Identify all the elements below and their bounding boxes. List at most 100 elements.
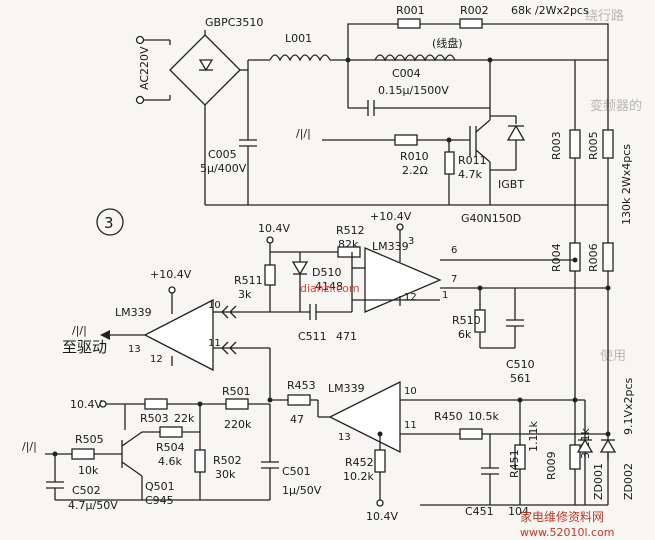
pin6: 6 [451,245,457,256]
r504-label: R504 [156,441,185,454]
background-text-3: 使用 [600,348,626,364]
d510-diode [291,261,309,276]
r453-resistor [287,394,311,406]
r452-label: R452 [345,456,374,469]
r002-resistor [459,18,483,29]
r450-label: R450 [434,410,463,423]
zd002-zener [599,438,617,453]
v104-c-label: 10.4V [70,398,102,411]
r501-label: R501 [222,385,251,398]
figure-number: 3 [104,214,114,232]
r452-resistor [374,449,386,473]
pin11: 11 [208,338,221,349]
v104-top-label: +10.4V [370,210,412,223]
pin11c: 11 [404,420,417,431]
q501-label: Q501 [145,480,175,493]
igbt-label: IGBT [498,178,524,191]
r511-value: 3k [238,288,252,301]
r011-value: 4.7k [458,168,482,181]
r006-note: 130k 2Wx4pcs [620,144,633,225]
c005-value: 5μ/400V [200,162,247,175]
r002-label: R002 [460,4,489,17]
r453-label: R453 [287,379,316,392]
r011-resistor [444,151,455,175]
c501-label: C501 [282,465,311,478]
r502-resistor [194,449,206,473]
zd001-label: ZD001 [592,463,605,500]
r503-resistor [144,398,168,410]
r453-value: 47 [290,413,304,426]
c510-value: 561 [510,372,531,385]
r006-label: R006 [587,243,600,272]
r450-value: 10.5k [468,410,499,423]
r001-resistor [397,18,421,29]
q501-transistor [121,431,143,500]
ac-input [135,35,171,105]
r011-label: R011 [458,154,487,167]
zd002-label: ZD002 [622,463,635,500]
c511-value: 471 [336,330,357,343]
r501-resistor [225,398,249,410]
inductor-l001 [269,54,331,62]
figure-number-circle [96,208,124,236]
r504-value: 4.6k [158,455,182,468]
r006-resistor [602,242,614,272]
r511-label: R511 [234,274,263,287]
c451-label: C451 [465,505,494,518]
r512-label: R512 [336,224,365,237]
lm339-comparator-a [364,247,442,313]
lm339-b-label: LM339 [115,306,152,319]
pin7: 7 [451,274,457,285]
r505-value: 10k [78,464,99,477]
background-text-1: 绕行路 [585,8,624,24]
zd-note: 9.1Vx2pcs [622,377,635,435]
c502-value: 4.7μ/50V [68,499,118,512]
r505-resistor [71,448,95,460]
r005-label: R005 [587,131,600,160]
r452-value: 10.2k [343,470,374,483]
c451-value: 104 [508,505,529,518]
lm339-a-label: LM339 [372,240,409,253]
coil-label: (线盘) [432,36,463,50]
r005-resistor [602,129,614,159]
watermark-bottom: www.52010l.com [520,526,615,539]
r003-label: R003 [550,131,563,160]
pin13: 13 [128,344,141,355]
d510-label: D510 [312,266,341,279]
r512-resistor [337,246,361,258]
watermark-center: dianzi.com [300,282,360,295]
r450-resistor [459,428,483,440]
r009-label: R009 [545,451,558,480]
v104-bottom-label: 10.4V [366,510,398,523]
r002-note: 68k /2Wx2pcs [511,4,589,17]
lm339-comparator-b [143,298,214,372]
r504-resistor [159,426,183,438]
r505-label: R505 [75,433,104,446]
r451-value: 1.11k [527,421,540,452]
igbt-transistor [469,108,526,205]
bridge-rectifier [169,30,248,115]
lm339-comparator-c [328,380,401,454]
ac-mains-label: AC220V [138,46,151,90]
pin13c: 13 [338,432,351,443]
r502-value: 30k [215,468,236,481]
pin10: 10 [208,300,221,311]
r001-label: R001 [396,4,425,17]
r511-resistor [264,264,276,286]
c004-label: C004 [392,67,421,80]
drive-pulse-symbol-left: /|/| [72,324,87,337]
c502-label: C502 [72,484,101,497]
c510-label: C510 [506,358,535,371]
pin10c: 10 [404,386,417,397]
r451-label: R451 [508,449,521,478]
bridge-label: GBPC3510 [205,16,263,29]
drive-output-arrow [100,330,110,340]
c004-value: 0.15μ/1500V [378,84,449,97]
r501-value: 220k [224,418,252,431]
background-text-2: 变频器的 [590,98,642,114]
r503-value: 22k [174,412,195,425]
v104-b-label: +10.4V [150,268,192,281]
igbt-part: G40N150D [461,212,521,225]
input-pulse-symbol: /|/| [22,440,37,453]
